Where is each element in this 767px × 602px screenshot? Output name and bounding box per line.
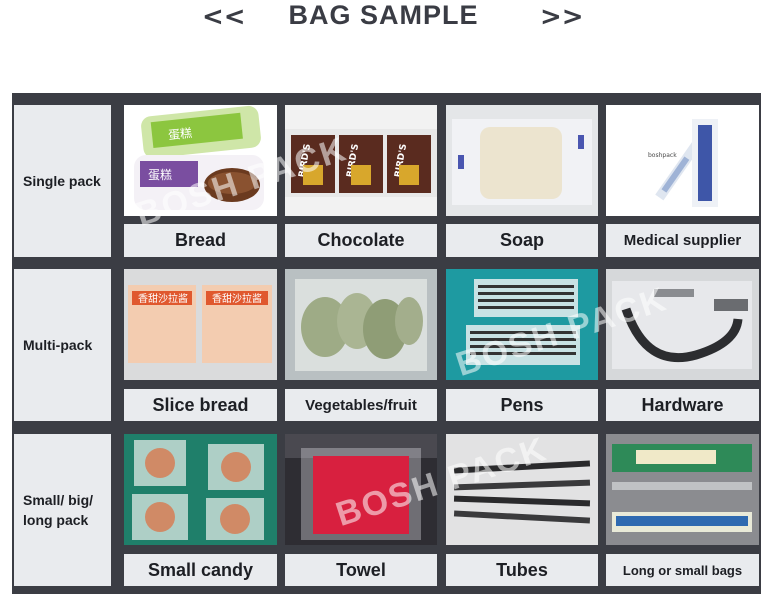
pens-image bbox=[446, 269, 598, 380]
caption-long-or-small-bags: Long or small bags bbox=[606, 554, 759, 586]
caption-medical-supplier: Medical supplier bbox=[606, 224, 759, 257]
hardware-image bbox=[606, 269, 759, 380]
medical-supplier-image: boshpack bbox=[606, 105, 759, 216]
page-header: << BAG SAMPLE >> bbox=[0, 0, 767, 36]
caption-vegetables-fruit: Vegetables/fruit bbox=[285, 389, 437, 421]
caption-towel: Towel bbox=[285, 554, 437, 586]
sample-board: Single pack 蛋糕 蛋糕 Bread BIRD'S BIRD'S BI… bbox=[12, 93, 761, 594]
chocolate-image: BIRD'S BIRD'S BIRD'S bbox=[285, 105, 437, 216]
next-arrow[interactable]: >> bbox=[540, 2, 584, 32]
caption-soap: Soap bbox=[446, 224, 598, 257]
syringe-label: boshpack bbox=[648, 152, 677, 159]
long-or-small-bags-image bbox=[606, 434, 759, 545]
vegetables-fruit-image bbox=[285, 269, 437, 380]
bread-wrapper-text-1: 蛋糕 bbox=[167, 126, 192, 142]
caption-slice-bread: Slice bread bbox=[124, 389, 277, 421]
bread-wrapper-text-2: 蛋糕 bbox=[148, 168, 172, 182]
caption-chocolate: Chocolate bbox=[285, 224, 437, 257]
row-label-single-pack: Single pack bbox=[14, 105, 111, 257]
tubes-image bbox=[446, 434, 598, 545]
caption-pens: Pens bbox=[446, 389, 598, 421]
page-title: BAG SAMPLE bbox=[288, 0, 479, 30]
row-label-small-big-long-pack: Small/ big/ long pack bbox=[14, 434, 111, 586]
caption-small-candy: Small candy bbox=[124, 554, 277, 586]
slice-bread-image: 香甜沙拉酱 香甜沙拉酱 bbox=[124, 269, 277, 380]
small-candy-image bbox=[124, 434, 277, 545]
slice-bread-wrapper-2: 香甜沙拉酱 bbox=[212, 292, 262, 305]
slice-bread-wrapper-1: 香甜沙拉酱 bbox=[138, 292, 188, 305]
row-label-multi-pack: Multi-pack bbox=[14, 269, 111, 421]
caption-hardware: Hardware bbox=[606, 389, 759, 421]
caption-tubes: Tubes bbox=[446, 554, 598, 586]
bread-image: 蛋糕 蛋糕 bbox=[124, 105, 277, 216]
prev-arrow[interactable]: << bbox=[202, 2, 246, 32]
soap-image bbox=[446, 105, 598, 216]
caption-bread: Bread bbox=[124, 224, 277, 257]
towel-image bbox=[285, 434, 437, 545]
